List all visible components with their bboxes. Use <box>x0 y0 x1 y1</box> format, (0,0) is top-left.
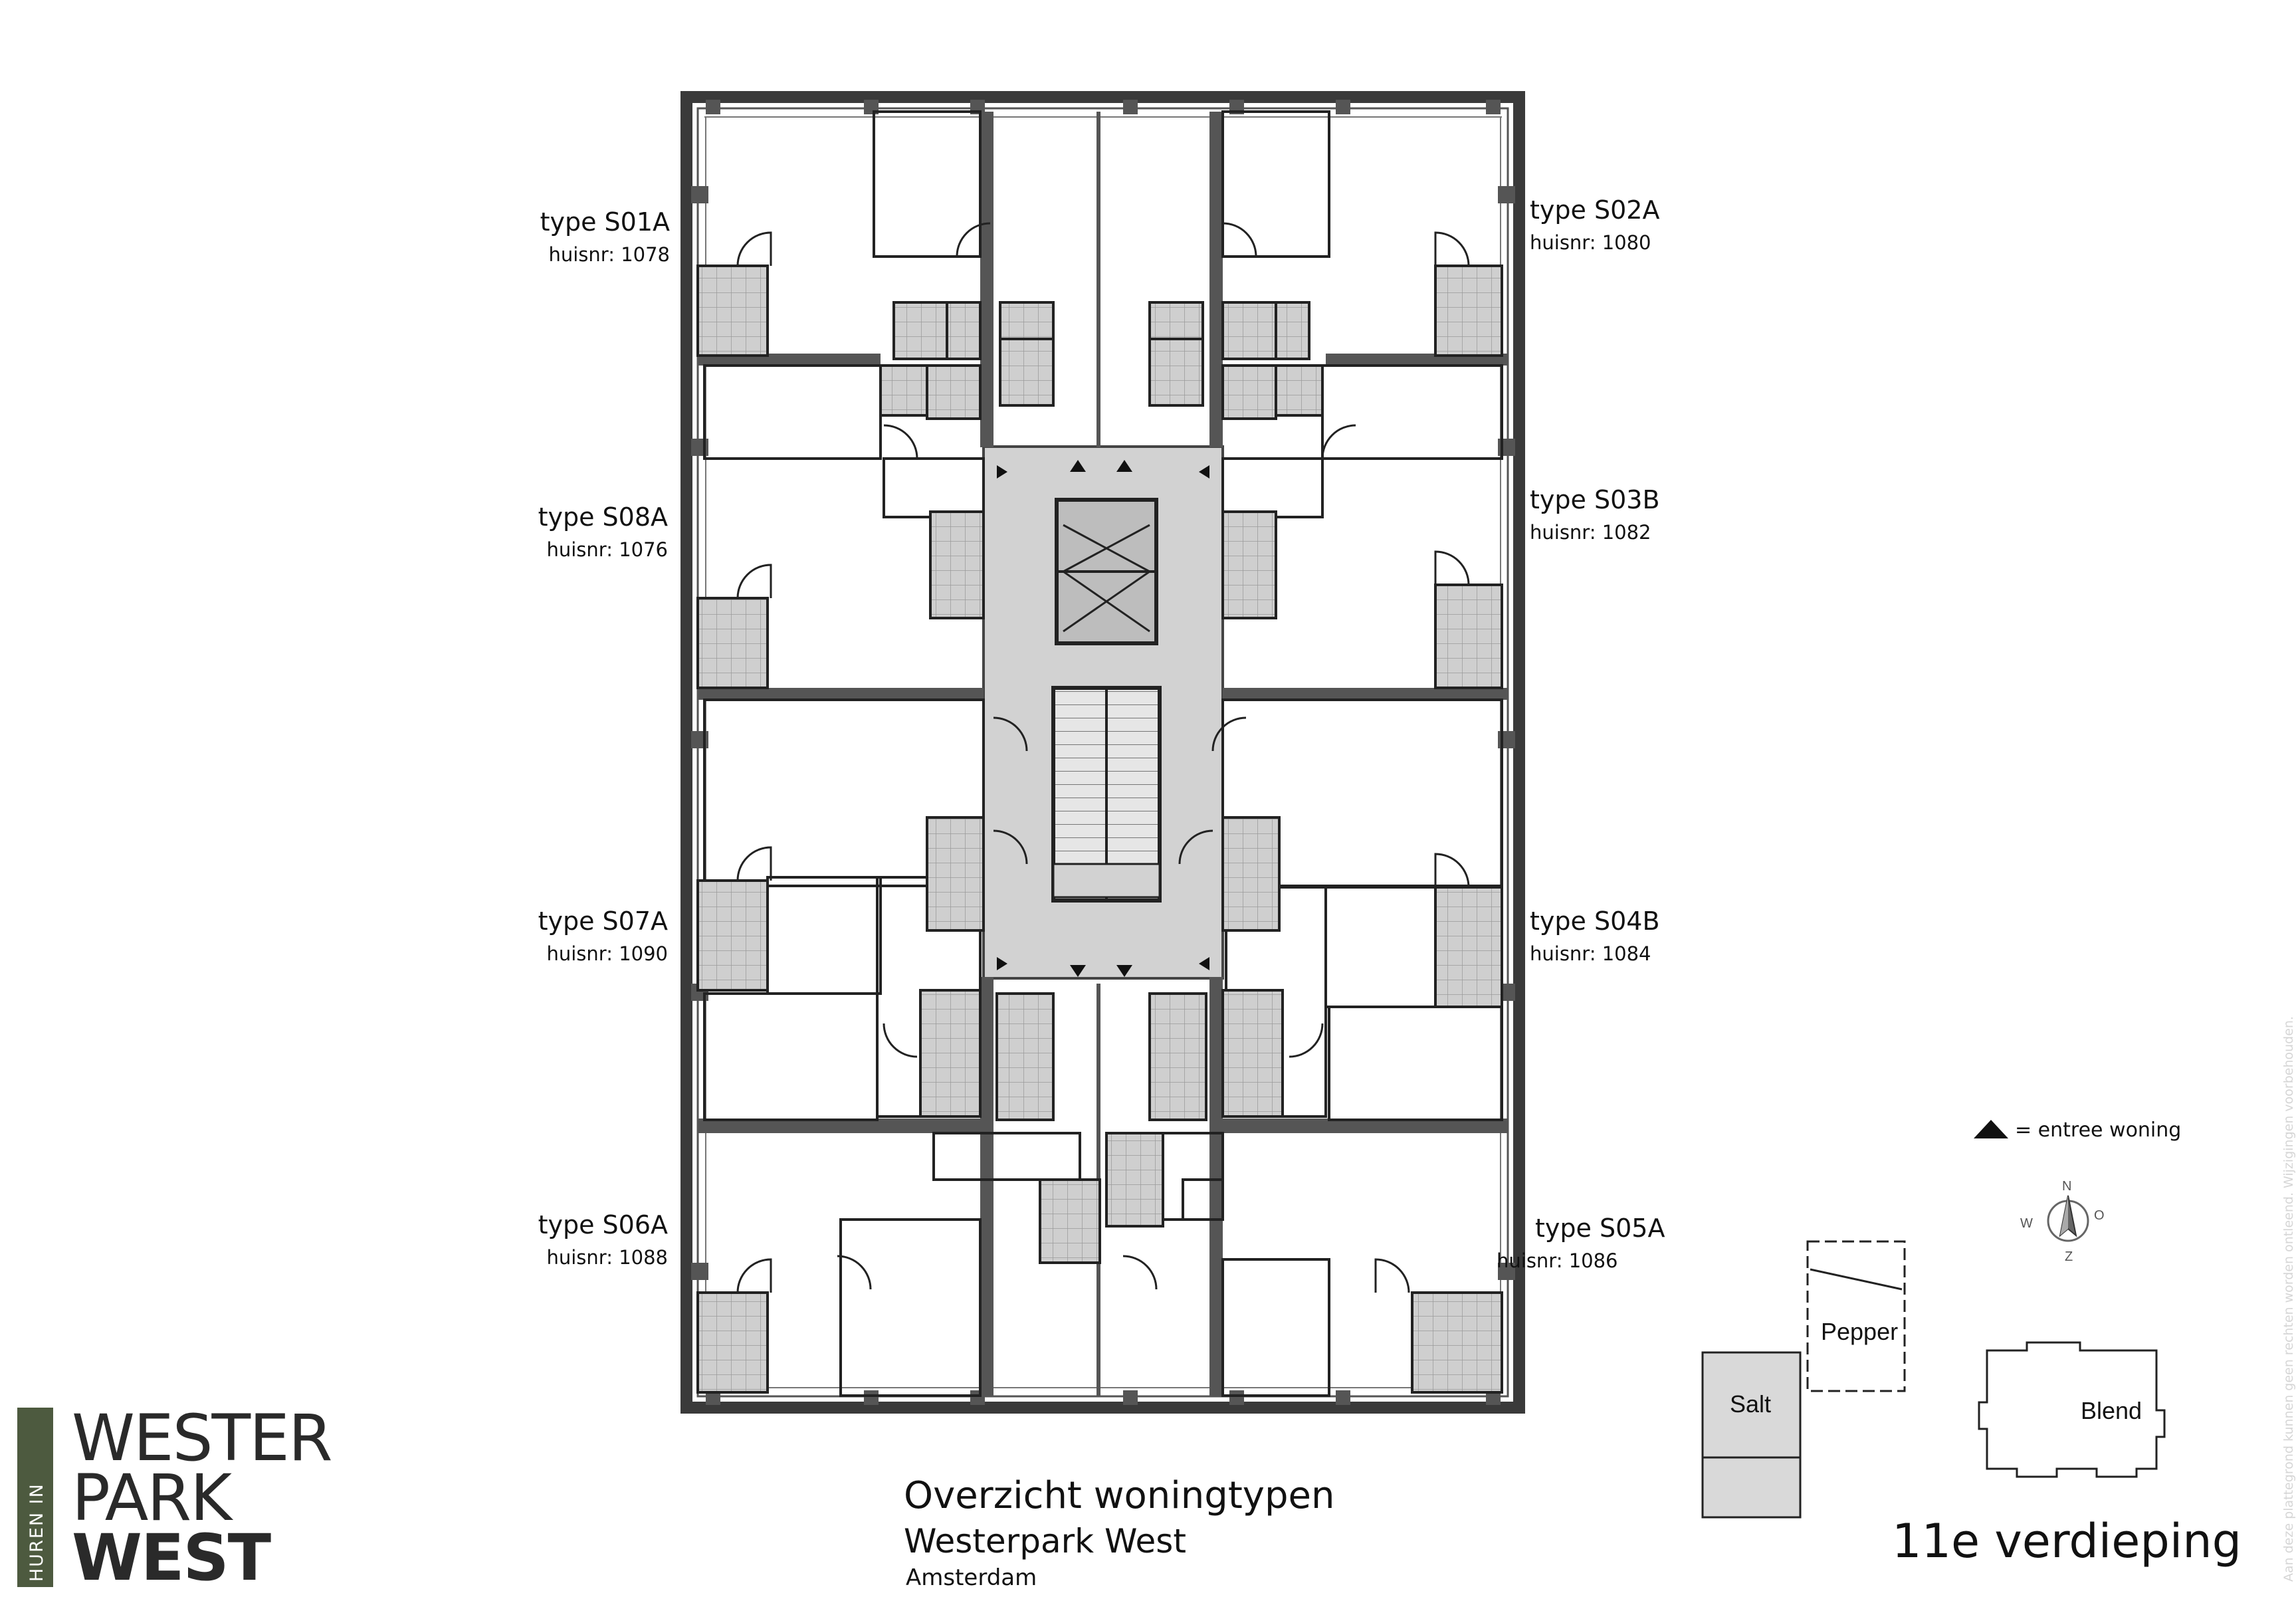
unit-type: type S03B <box>1530 485 1660 514</box>
unit-number: huisnr: 1088 <box>546 1246 668 1269</box>
salt-building <box>1701 1351 1802 1459</box>
logo-line-2: PARK <box>72 1461 232 1535</box>
unit-number: huisnr: 1084 <box>1530 942 1651 965</box>
compass-w: W <box>2020 1216 2033 1231</box>
balcony <box>696 879 769 992</box>
unit-number: huisnr: 1080 <box>1530 231 1651 254</box>
project-name: Westerpark West <box>904 1522 1186 1560</box>
unit-number: huisnr: 1090 <box>546 942 668 965</box>
unit-type: type S07A <box>538 907 668 936</box>
salt-label: Salt <box>1730 1390 1772 1418</box>
entrance-triangle-icon <box>1974 1120 2008 1138</box>
balcony <box>1434 265 1503 357</box>
logo-tagline: HUREN IN <box>27 1483 47 1582</box>
project-city: Amsterdam <box>906 1564 1037 1591</box>
balcony <box>696 597 769 689</box>
logo-line-1: WESTER <box>72 1401 333 1475</box>
blend-label: Blend <box>2081 1397 2142 1424</box>
logo-bar <box>17 1408 53 1587</box>
balcony <box>1411 1291 1503 1394</box>
unit-type: type S01A <box>540 207 670 237</box>
pepper-label: Pepper <box>1821 1318 1899 1345</box>
balcony <box>696 1291 769 1394</box>
unit-number: huisnr: 1076 <box>546 538 668 561</box>
unit-type: type S08A <box>538 502 668 532</box>
disclaimer: Aan deze plattegrond kunnen geen rechten… <box>2281 1016 2296 1582</box>
floor-level: 11e verdieping <box>1891 1514 2242 1568</box>
unit-type: type S05A <box>1535 1214 1665 1243</box>
logo-line-3: WEST <box>72 1521 271 1595</box>
balcony <box>1434 584 1503 689</box>
unit-number: huisnr: 1082 <box>1530 521 1651 544</box>
unit-type: type S02A <box>1530 195 1660 225</box>
compass-o: O <box>2094 1208 2105 1223</box>
unit-type: type S04B <box>1530 907 1660 936</box>
unit-type: type S06A <box>538 1210 668 1239</box>
balcony <box>696 265 769 357</box>
entrance-legend: = entree woning <box>2015 1119 2181 1142</box>
pepper-building <box>1806 1240 1906 1392</box>
unit-number: huisnr: 1078 <box>548 243 670 266</box>
compass-n: N <box>2062 1179 2072 1194</box>
westerpark-logo: HUREN IN WESTER PARK WEST <box>17 1401 333 1595</box>
balcony <box>1434 886 1503 1008</box>
legend-label: = entree woning <box>2015 1119 2182 1142</box>
page-title: Overzicht woningtypen <box>904 1474 1335 1517</box>
blend-building <box>1978 1341 2166 1478</box>
compass-z: Z <box>2065 1249 2073 1264</box>
unit-number: huisnr: 1086 <box>1497 1249 1618 1272</box>
compass-icon <box>2047 1195 2089 1242</box>
